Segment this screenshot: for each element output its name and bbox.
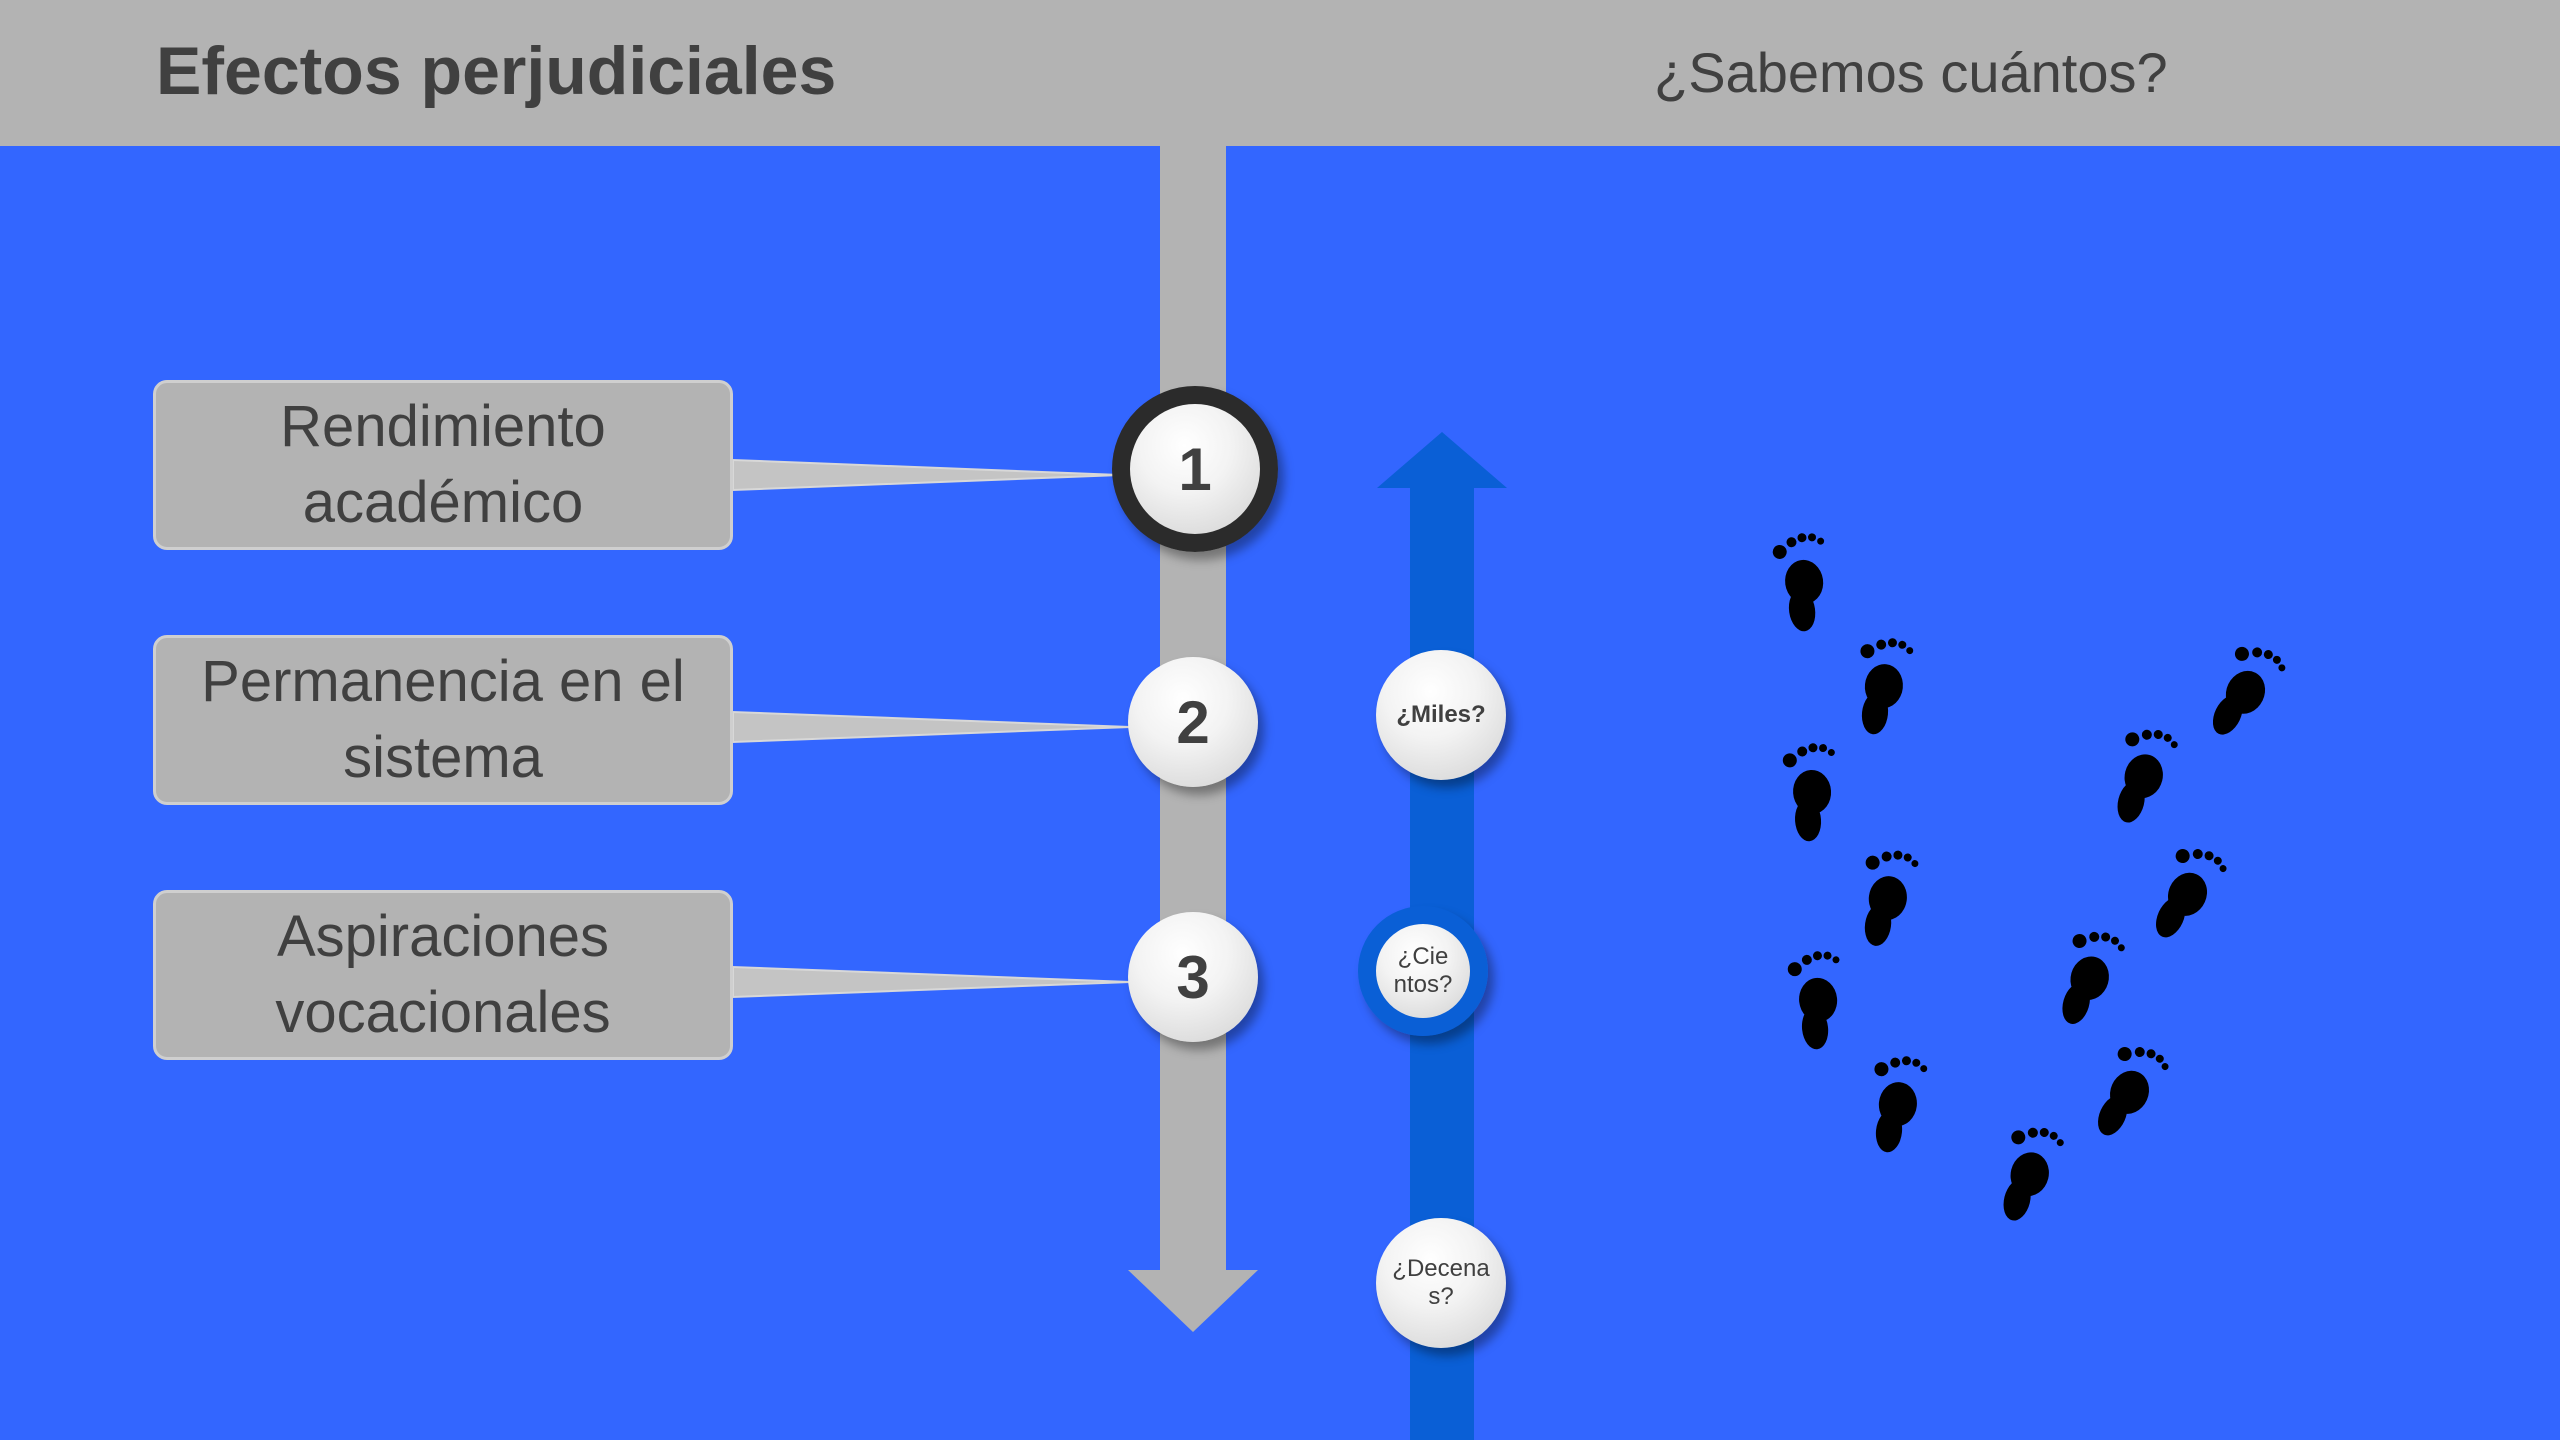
effect-3-line-2: vocacionales [275,980,611,1045]
effect-box-3: Aspiraciones vocacionales [153,890,733,1060]
callout-connector-3 [732,965,1131,999]
effect-2-line-2: sistema [343,725,543,790]
effect-2-line-1: Permanencia en el [201,649,685,714]
page-title: Efectos perjudiciales [156,33,837,109]
question-cientos: ¿Cientos? [1358,906,1488,1036]
effect-1-line-1: Rendimiento [280,394,606,459]
callout-connector-1 [732,458,1121,492]
callout-connector-2 [732,710,1131,744]
question-miles: ¿Miles? [1376,650,1506,780]
effect-number-2: 2 [1128,657,1258,787]
page-subtitle: ¿Sabemos cuántos? [1654,41,2168,104]
header-bar: Efectos perjudiciales ¿Sabemos cuántos? [0,0,2560,146]
effect-box-2: Permanencia en el sistema [153,635,733,805]
effect-number-1: 1 [1112,386,1278,552]
question-decenas: ¿Decenas? [1376,1218,1506,1348]
effect-3-line-1: Aspiraciones [276,904,610,969]
effect-number-3: 3 [1128,912,1258,1042]
effect-box-1: Rendimiento académico [153,380,733,550]
effect-1-line-2: académico [302,470,584,535]
